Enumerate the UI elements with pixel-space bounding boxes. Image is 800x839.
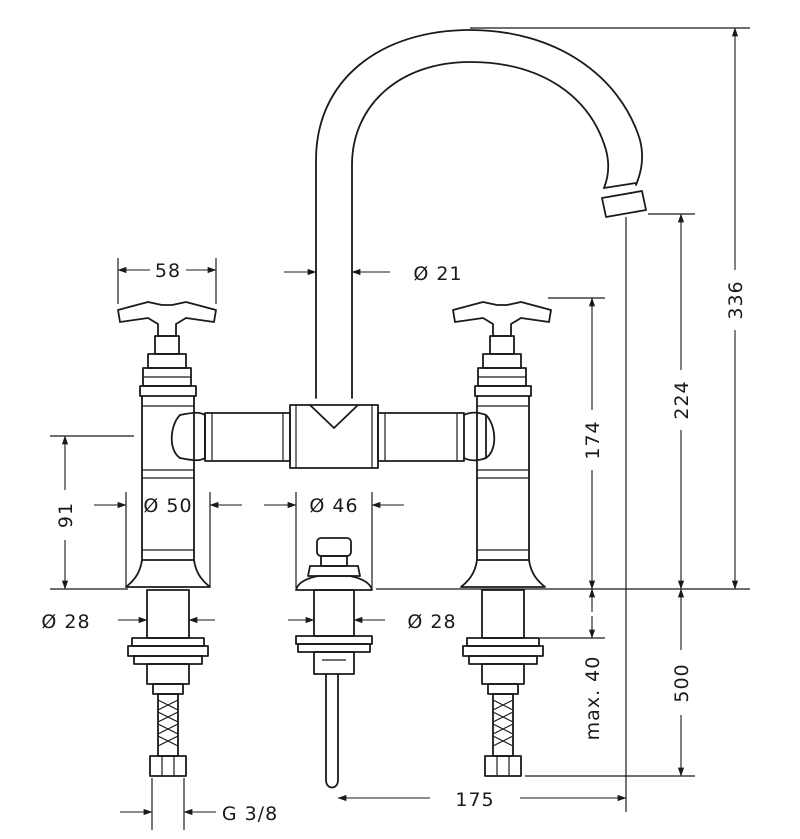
dim-label-224: 224 <box>671 380 693 419</box>
dim-label-174: 174 <box>582 420 604 459</box>
right-valve <box>452 301 552 777</box>
center-popup-drain <box>295 537 373 789</box>
dim-label-diameter-28-left: Ø 28 <box>41 611 90 633</box>
dim-label-g-3-8: G 3/8 <box>222 803 278 825</box>
spout <box>315 29 647 399</box>
dim-label-diameter-28-center: Ø 28 <box>407 611 456 633</box>
bridge-body <box>170 404 496 469</box>
left-valve <box>117 301 217 777</box>
dim-label-175: 175 <box>455 789 494 811</box>
dim-label-91: 91 <box>55 502 77 528</box>
dim-label-max-40: max. 40 <box>582 656 604 741</box>
dim-label-diameter-46: Ø 46 <box>309 495 358 517</box>
dim-label-58: 58 <box>155 260 181 282</box>
dim-label-diameter-50: Ø 50 <box>143 495 192 517</box>
dim-label-diameter-21: Ø 21 <box>413 263 462 285</box>
dimension-lines <box>50 27 750 830</box>
dim-label-500: 500 <box>671 663 693 702</box>
dim-label-336: 336 <box>725 280 747 319</box>
